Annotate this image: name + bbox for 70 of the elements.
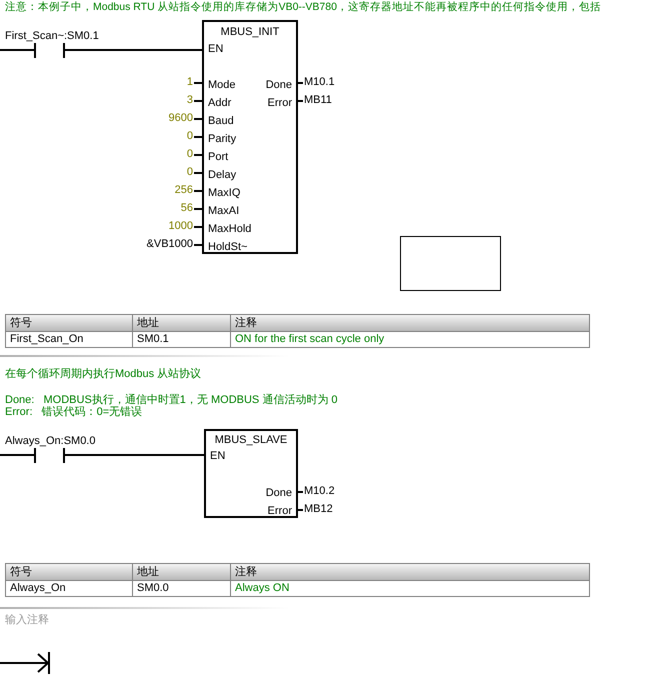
connector-line (100, 454, 204, 456)
operand-text: 56 (180, 202, 193, 215)
pin-name: MaxIQ (208, 187, 240, 200)
connector-line (194, 136, 202, 138)
column-header: 符号 (5, 314, 133, 332)
connector-line (194, 172, 202, 174)
operand-text: M10.2 (304, 485, 335, 498)
operand-text: 0 (186, 166, 193, 179)
connector-line (194, 244, 202, 246)
table-cell: SM0.1 (132, 331, 231, 348)
pin-name: Error (268, 97, 292, 110)
operand-text: M10.1 (304, 76, 335, 89)
pin-name: Mode (208, 79, 236, 92)
column-header: 注释 (230, 314, 590, 332)
connector-line (194, 208, 202, 210)
function-block (204, 429, 298, 518)
table-cell: Always ON (230, 580, 590, 597)
pin-name: EN (208, 43, 224, 56)
operand-text: 256 (174, 184, 193, 197)
pin-name: Parity (208, 133, 236, 146)
connector-line (194, 226, 202, 228)
table-cell: First_Scan_On (5, 331, 133, 348)
connector-line (194, 190, 202, 192)
operand-text: 0 (186, 130, 193, 143)
function-block (202, 20, 298, 254)
connector-line (298, 509, 303, 511)
pin-name: Port (208, 151, 228, 164)
operand-text: &VB1000 (146, 238, 193, 251)
operand-text: 1 (186, 76, 193, 89)
comment-text: 在每个循环周期内执行Modbus 从站协议 (5, 368, 202, 381)
empty-box (400, 236, 501, 291)
connector-line (194, 154, 202, 156)
operand-text: 9600 (168, 112, 193, 125)
comment-text: Done: MODBUS执行，通信中时置1，无 MODBUS 通信活动时为 0 (5, 394, 338, 406)
pin-name: Error (268, 505, 292, 518)
pin-name: Addr (208, 97, 232, 110)
block-title: MBUS_SLAVE (214, 434, 288, 447)
connector-line (298, 491, 303, 493)
table-cell: SM0.0 (132, 580, 231, 597)
operand-text: MB12 (304, 503, 333, 516)
connector-line (194, 100, 202, 102)
connector-line (298, 100, 303, 102)
table-cell: ON for the first scan cycle only (230, 331, 590, 348)
operand-text: 3 (186, 94, 193, 107)
pin-name: Done (266, 79, 292, 92)
connector-line (194, 118, 202, 120)
operand-text: 0 (186, 148, 193, 161)
comment-text: Error: 错误代码：0=无错误 (5, 406, 142, 419)
pin-name: Baud (208, 115, 234, 128)
pin-name: Delay (208, 169, 236, 182)
operand-text: MB11 (304, 94, 332, 107)
connector-line (298, 82, 303, 84)
column-header: 符号 (5, 563, 133, 581)
contact-label: First_Scan~:SM0.1 (5, 30, 99, 43)
pin-name: MaxAI (208, 205, 240, 218)
pin-name: EN (210, 450, 226, 463)
column-header: 注释 (230, 563, 590, 581)
connector-line (100, 49, 202, 51)
column-header: 地址 (132, 314, 231, 332)
placeholder-text: 输入注释 (5, 614, 49, 627)
note-text: 注意：本例子中，Modbus RTU 从站指令使用的库存储为VB0--VB780，这寄存器地址不能再被程序中的任何指令使用，包括 (5, 1, 601, 14)
pin-name: HoldSt~ (208, 241, 248, 254)
operand-text: 1000 (168, 220, 193, 233)
pin-name: Done (266, 487, 292, 500)
pin-name: MaxHold (208, 223, 252, 236)
contact-label: Always_On:SM0.0 (5, 435, 96, 448)
connector-line (194, 82, 202, 84)
table-cell: Always_On (5, 580, 133, 597)
column-header: 地址 (132, 563, 231, 581)
block-title: MBUS_INIT (220, 26, 280, 39)
